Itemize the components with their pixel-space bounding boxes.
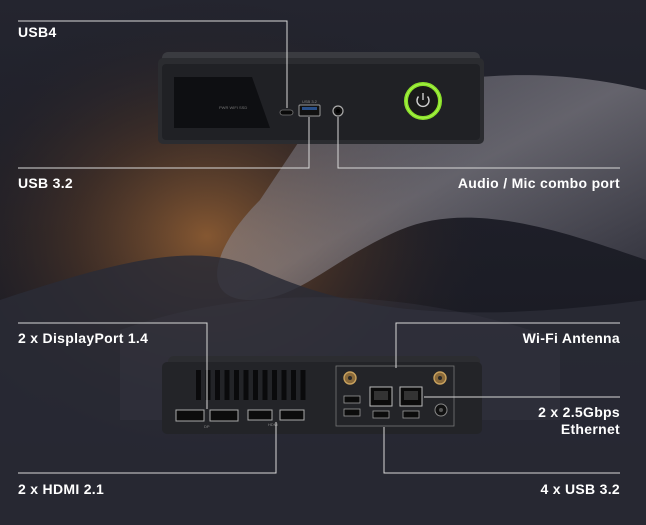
callout-lines (18, 20, 620, 474)
label-usb32-rear: 4 x USB 3.2 (540, 481, 620, 497)
power-icon (416, 93, 430, 108)
front-device: PWR WIFI SSD USB 3.2 (158, 52, 484, 144)
vent-slot (243, 370, 249, 400)
usb-a-rear-1 (343, 395, 361, 404)
vent-slot (215, 370, 220, 400)
vent-slot (300, 370, 306, 400)
vent-slot (272, 370, 277, 400)
usb-a-marking: USB 3.2 (302, 99, 318, 104)
hdmi-port-2 (279, 409, 305, 421)
io-bay (335, 365, 455, 427)
hdmi-marking: HDMI (268, 422, 278, 427)
label-ethernet-line2: Ethernet (560, 421, 620, 437)
label-usb32-front: USB 3.2 (18, 175, 74, 191)
vent-slot (224, 370, 230, 400)
label-hdmi: 2 x HDMI 2.1 (18, 481, 105, 497)
vent-slot (196, 370, 201, 400)
vent-slot (253, 370, 258, 400)
rear-device: DP HDMI (162, 356, 482, 434)
hdmi-port-1 (247, 409, 273, 421)
label-displayport: 2 x DisplayPort 1.4 (18, 330, 149, 346)
dp-marking: DP (204, 424, 210, 429)
front-indicator-labels: PWR WIFI SSD (219, 105, 247, 110)
vent-slots (196, 370, 306, 400)
label-usb4: USB4 (18, 24, 57, 40)
vent-slot (281, 370, 287, 400)
displayport-1 (175, 409, 205, 422)
vent-slot (234, 370, 239, 400)
usb-a-rear-4 (402, 410, 420, 419)
vent-slot (205, 370, 211, 400)
label-wifi-antenna: Wi-Fi Antenna (522, 330, 620, 346)
label-audio-mic: Audio / Mic combo port (457, 175, 620, 191)
usb-a-rear-3 (372, 410, 390, 419)
usb-a-front-port (298, 104, 321, 117)
vent-slot (262, 370, 268, 400)
usb-a-rear-2 (343, 408, 361, 417)
displayport-2 (209, 409, 239, 422)
front-glossy-panel (174, 77, 270, 128)
vent-slot (291, 370, 296, 400)
usb-c-port (279, 109, 294, 116)
label-ethernet-line1: 2 x 2.5Gbps (538, 404, 620, 420)
